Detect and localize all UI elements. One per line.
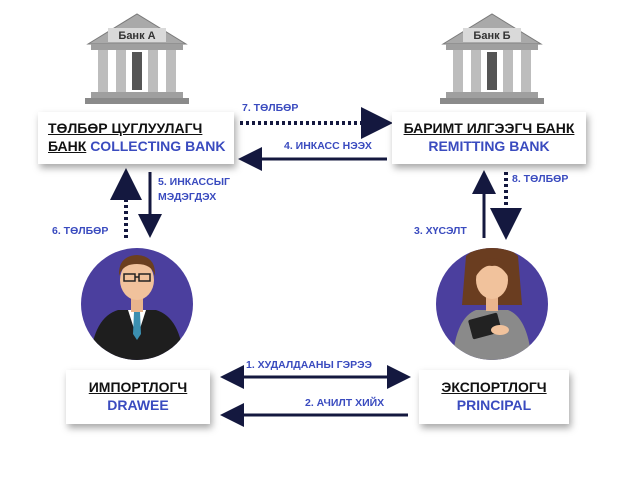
- importer-title: ИМПОРТЛОГЧ: [88, 379, 188, 395]
- collecting-bank-box: ТӨЛБӨР ЦУГЛУУЛАГЧ БАНК COLLECTING BANK: [38, 112, 234, 164]
- flow-label-7: 7. ТӨЛБӨР: [242, 102, 299, 114]
- bank-a-icon: Банк А: [85, 13, 189, 104]
- exporter-box: ЭКСПОРТЛОГЧ PRINCIPAL: [419, 370, 569, 424]
- importer-english: DRAWEE: [107, 397, 169, 413]
- flow-label-5-line2: МЭДЭГДЭХ: [158, 191, 217, 203]
- flow-label-2: 2. АЧИЛТ ХИЙХ: [305, 397, 385, 409]
- collecting-bank-subtitle: БАНК COLLECTING BANK: [48, 137, 234, 155]
- remitting-bank-title: БАРИМТ ИЛГЭЭГЧ БАНК: [403, 120, 575, 136]
- flow-label-8: 8. ТӨЛБӨР: [512, 173, 569, 185]
- drawee-avatar: [81, 248, 193, 360]
- flow-label-3: 3. ХҮСЭЛТ: [414, 225, 467, 237]
- flow-label-1: 1. ХУДАЛДААНЫ ГЭРЭЭ: [246, 359, 373, 371]
- flow-label-6: 6. ТӨЛБӨР: [52, 225, 109, 237]
- flow-label-5-line1: 5. ИНКАССЫГ: [158, 176, 230, 188]
- bank-b-label: Банк Б: [473, 30, 510, 42]
- remitting-bank-english: REMITTING BANK: [428, 138, 550, 154]
- bank-a-label: Банк А: [118, 30, 155, 42]
- importer-box: ИМПОРТЛОГЧ DRAWEE: [66, 370, 210, 424]
- exporter-english: PRINCIPAL: [456, 397, 532, 413]
- collecting-bank-title: ТӨЛБӨР ЦУГЛУУЛАГЧ: [48, 120, 203, 136]
- principal-avatar: [436, 248, 548, 360]
- flow-label-4: 4. ИНКАСС НЭЭХ: [284, 140, 372, 152]
- collecting-bank-english: COLLECTING BANK: [90, 138, 226, 154]
- remitting-bank-box: БАРИМТ ИЛГЭЭГЧ БАНК REMITTING BANK: [392, 112, 586, 164]
- exporter-title: ЭКСПОРТЛОГЧ: [441, 379, 547, 395]
- collecting-bank-plain: БАНК: [48, 138, 87, 154]
- bank-b-icon: Банк Б: [440, 13, 544, 104]
